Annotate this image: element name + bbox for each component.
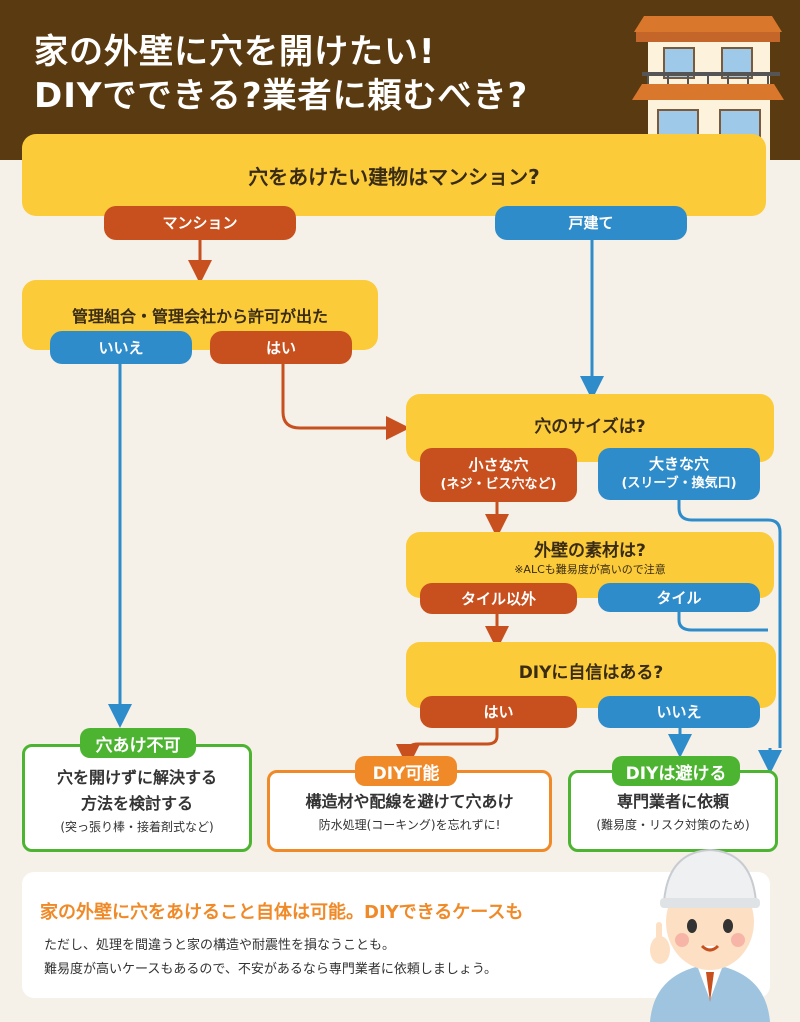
option-small-hole-examples: (ネジ・ビス穴など)	[440, 477, 557, 492]
option-small-hole[interactable]: 小さな穴 (ネジ・ビス穴など)	[420, 448, 577, 502]
summary-line-1: ただし、処理を間違うと家の構造や耐震性を損なうことも。	[44, 938, 396, 953]
worker-character-illustration	[650, 848, 770, 1022]
option-large-hole-examples: (スリーブ・換気口)	[621, 476, 737, 491]
result-no-hole-line1: 穴を開けずに解決する	[56, 768, 217, 787]
option-tile[interactable]: タイル	[598, 583, 760, 612]
result-avoid-diy-sub: (難易度・リスク対策のため)	[596, 818, 750, 832]
result-avoid-diy-tag: DIYは避ける	[612, 756, 740, 786]
result-diy-ok-tag: DIY可能	[355, 756, 457, 786]
title-line-2: DIYでできる?業者に頼むべき?	[34, 76, 529, 116]
question-wall-material-label: 外壁の素材は?	[534, 541, 646, 561]
result-no-hole-sub: (突っ張り棒・接着剤式など)	[60, 820, 214, 834]
summary-panel	[22, 872, 770, 998]
result-diy-ok-sub: 防水処理(コーキング)を忘れずに!	[318, 818, 501, 832]
result-diy-ok-line1: 構造材や配線を避けて穴あけ	[305, 792, 514, 811]
title-line-1: 家の外壁に穴を開けたい!	[34, 32, 436, 72]
option-small-hole-label: 小さな穴	[468, 456, 529, 474]
option-permission-no[interactable]: いいえ	[50, 331, 192, 364]
option-detached-house[interactable]: 戸建て	[495, 206, 687, 240]
question-building-type: 穴をあけたい建物はマンション?	[22, 134, 766, 216]
option-confidence-yes[interactable]: はい	[420, 696, 577, 728]
option-confidence-no[interactable]: いいえ	[598, 696, 760, 728]
summary-line-2: 難易度が高いケースもあるので、不安があるなら専門業者に依頼しましょう。	[44, 962, 498, 977]
option-permission-yes[interactable]: はい	[210, 331, 352, 364]
result-no-hole-tag: 穴あけ不可	[80, 728, 196, 758]
option-large-hole-label: 大きな穴	[648, 455, 709, 473]
summary-headline: 家の外壁に穴をあけること自体は可能。DIYできるケースも	[40, 902, 524, 923]
question-wall-material-note: ※ALCも難易度が高いので注意	[514, 563, 666, 576]
result-avoid-diy-line1: 専門業者に依頼	[616, 792, 729, 811]
result-no-hole-line2: 方法を検討する	[80, 794, 193, 813]
option-not-tile[interactable]: タイル以外	[420, 583, 577, 614]
option-large-hole[interactable]: 大きな穴 (スリーブ・換気口)	[598, 448, 760, 500]
result-no-hole: 穴を開けずに解決する 方法を検討する (突っ張り棒・接着剤式など)	[22, 744, 252, 852]
option-mansion[interactable]: マンション	[104, 206, 296, 240]
